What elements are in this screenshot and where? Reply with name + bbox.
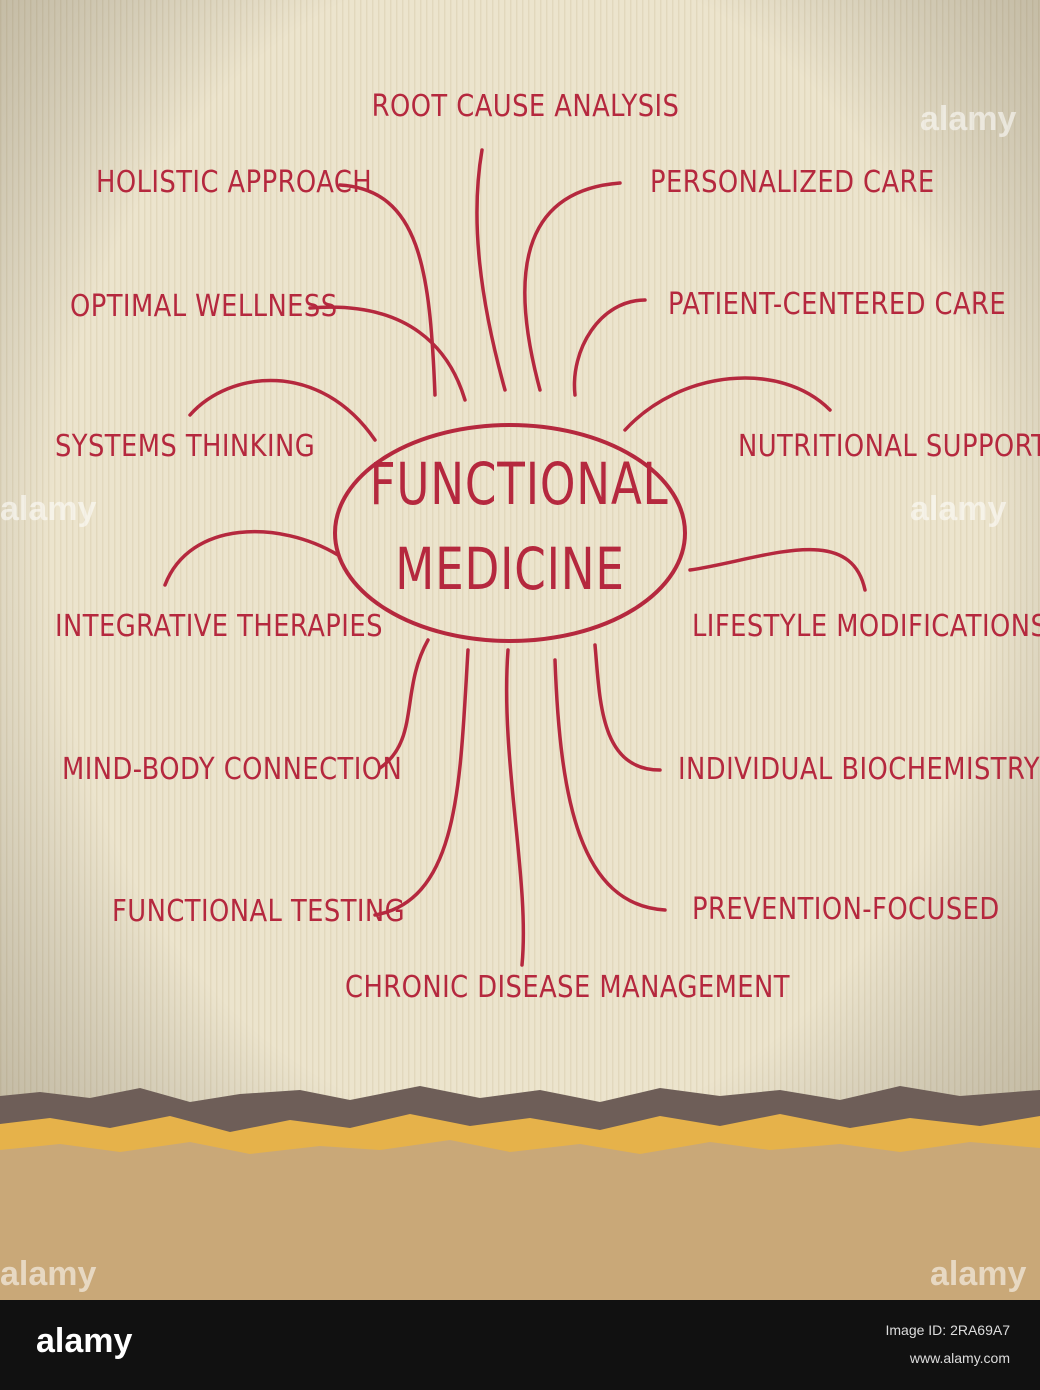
center-ellipse	[333, 423, 687, 643]
term-nutritional-support: NUTRITIONAL SUPPORT	[738, 429, 1040, 464]
term-lifestyle-modifications: LIFESTYLE MODIFICATIONS	[692, 609, 1040, 644]
footer-bar: alamy Image ID: 2RA69A7 www.alamy.com	[0, 1300, 1040, 1390]
watermark: alamy	[920, 100, 1017, 138]
watermark: alamy	[910, 490, 1007, 528]
term-personalized-care: PERSONALIZED CARE	[650, 165, 935, 200]
footer-url: www.alamy.com	[909, 1350, 1010, 1366]
term-integrative-therapies: INTEGRATIVE THERAPIES	[55, 609, 383, 644]
watermark: alamy	[0, 1255, 97, 1293]
center-title-line1: FUNCTIONAL	[369, 450, 669, 518]
term-patient-centered-care: PATIENT-CENTERED CARE	[668, 287, 1007, 322]
connector-lines	[163, 148, 867, 967]
footer-logo: alamy	[36, 1322, 133, 1360]
term-prevention-focused: PREVENTION-FOCUSED	[692, 892, 1000, 927]
center-title-line2: MEDICINE	[395, 535, 625, 603]
watermark: alamy	[930, 1255, 1027, 1293]
footer-image-id: Image ID: 2RA69A7	[885, 1322, 1010, 1338]
watermark: alamy	[0, 490, 97, 528]
term-root-cause-analysis: ROOT CAUSE ANALYSIS	[371, 89, 680, 124]
torn-paper-bottom-layer	[0, 1140, 1040, 1300]
term-chronic-disease-management: CHRONIC DISEASE MANAGEMENT	[345, 970, 790, 1005]
paper-background	[0, 0, 1040, 1300]
term-optimal-wellness: OPTIMAL WELLNESS	[70, 289, 338, 324]
term-functional-testing: FUNCTIONAL TESTING	[112, 894, 406, 929]
term-mind-body-connection: MIND-BODY CONNECTION	[62, 752, 403, 787]
term-holistic-approach: HOLISTIC APPROACH	[96, 165, 373, 200]
term-systems-thinking: SYSTEMS THINKING	[55, 429, 316, 464]
term-individual-biochemistry: INDIVIDUAL BIOCHEMISTRY	[678, 752, 1040, 787]
